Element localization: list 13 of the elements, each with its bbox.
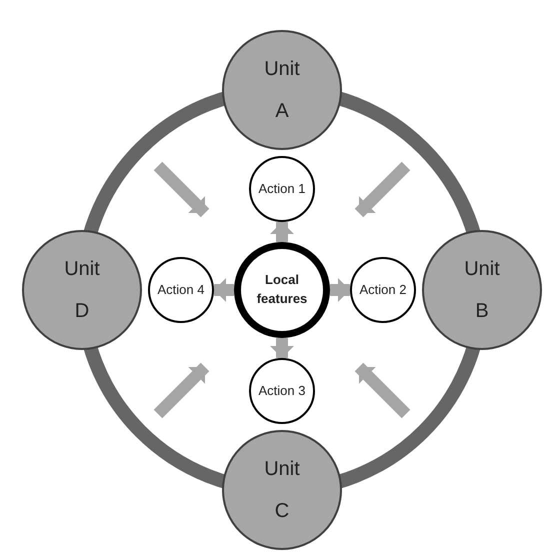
node-label: Action 3 <box>258 383 306 399</box>
node-label: Unit D <box>63 257 101 324</box>
arrow <box>270 338 294 358</box>
node-label: Unit C <box>263 457 301 524</box>
node-label: Action 4 <box>156 282 206 298</box>
node-label: Action 2 <box>358 282 408 298</box>
node-label: Action 1 <box>258 181 306 197</box>
arrow <box>214 278 234 302</box>
node-label: Unit A <box>263 57 301 124</box>
arrow <box>330 278 350 302</box>
node-label: Local features <box>256 271 308 308</box>
arrow <box>270 222 294 242</box>
node-label: Unit B <box>463 257 501 324</box>
